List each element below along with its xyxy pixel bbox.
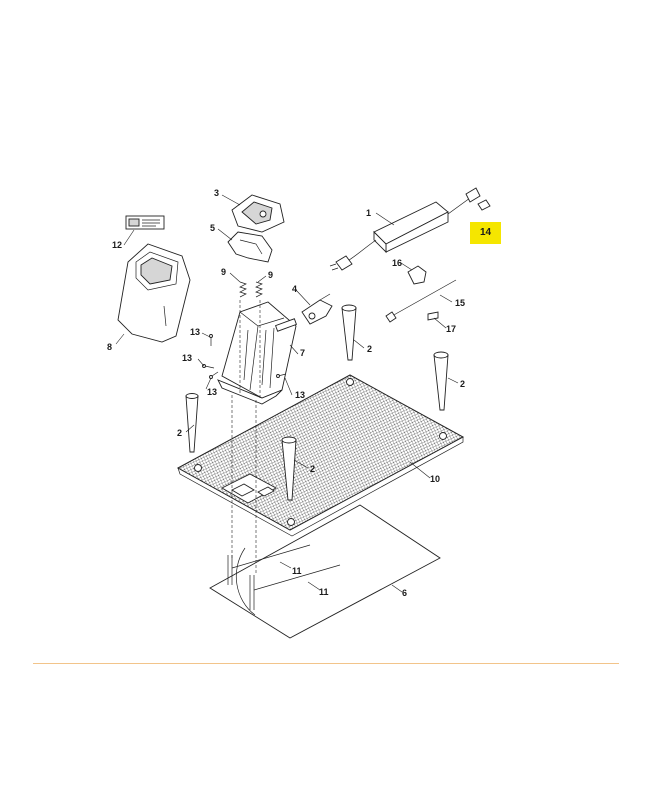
- callout-6: 6: [402, 588, 408, 598]
- callout-2: 2: [310, 464, 316, 474]
- label-plate: [125, 215, 165, 230]
- callout-12: 12: [112, 240, 123, 250]
- callout-2: 2: [367, 344, 373, 354]
- callout-2: 2: [177, 428, 183, 438]
- leader-lines: [115, 194, 459, 593]
- peg: [341, 304, 357, 361]
- callout-16: 16: [392, 258, 403, 268]
- callout-9: 9: [268, 270, 274, 280]
- callout-10: 10: [430, 474, 441, 484]
- callout-3: 3: [214, 188, 220, 198]
- callout-1: 1: [366, 208, 372, 218]
- wire-guide: [227, 544, 341, 610]
- boundary-wire: [209, 504, 441, 639]
- callout-13: 13: [190, 327, 201, 337]
- cover: [117, 243, 191, 343]
- base-plate: [176, 374, 465, 537]
- callout-7: 7: [300, 348, 306, 358]
- callout-2: 2: [460, 379, 466, 389]
- callout-15: 15: [455, 298, 466, 308]
- spring: [239, 281, 247, 298]
- section-divider: [33, 663, 619, 664]
- callout-13: 13: [182, 353, 193, 363]
- peg: [185, 393, 199, 453]
- callout-4: 4: [292, 284, 298, 294]
- peg: [433, 351, 449, 411]
- assembly-lines: [231, 300, 261, 575]
- docking-station: [217, 301, 297, 405]
- top-cover: [231, 194, 285, 233]
- callout-9: 9: [221, 267, 227, 277]
- callout-5: 5: [210, 223, 216, 233]
- callout-11: 11: [292, 566, 302, 576]
- callout-13: 13: [207, 387, 218, 397]
- peg: [281, 436, 297, 501]
- contact-carrier: [227, 231, 273, 263]
- callout-17: 17: [446, 324, 457, 334]
- callout-11: 11: [319, 587, 329, 597]
- small-clip: [427, 311, 439, 321]
- callout-13: 13: [295, 390, 306, 400]
- callout-14-highlighted[interactable]: 14: [470, 222, 502, 244]
- callout-8: 8: [107, 342, 113, 352]
- spring: [255, 281, 263, 298]
- extension-cable: [385, 279, 457, 323]
- clip: [407, 265, 427, 285]
- cap: [477, 199, 491, 211]
- power-supply: [329, 187, 481, 271]
- cable-connector: [301, 293, 333, 325]
